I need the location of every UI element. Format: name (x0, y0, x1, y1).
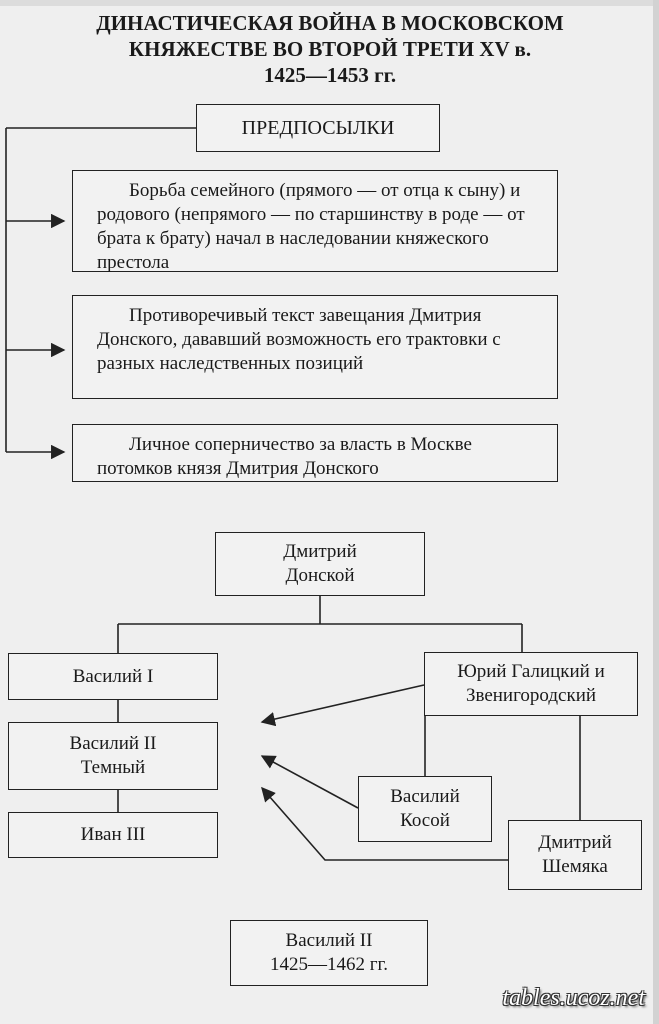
conflict-arrow-kosoy (260, 755, 359, 809)
reign-box: Василий II 1425—1462 гг. (230, 920, 428, 986)
premises-heading-box: ПРЕДПОСЫЛКИ (196, 104, 440, 152)
tree-node-vasily-2: Василий II Темный (8, 722, 218, 790)
vasily-1-label: Василий I (72, 665, 154, 687)
frame-right-edge (653, 0, 659, 1024)
yury-line-2: Звенигородский (465, 685, 597, 706)
tree-node-yury: Юрий Галицкий и Звенигородский (424, 652, 638, 716)
vasily-2-line-1: Василий II (69, 733, 157, 754)
premise-box-1: Борьба семейного (прямого — от отца к сы… (72, 170, 558, 273)
tree-node-vasily-1: Василий I (8, 653, 218, 700)
yury-line-1: Юрий Галицкий и (457, 661, 605, 682)
tree-node-dmitry-donskoy: Дмитрий Донской (215, 532, 425, 596)
vasily-kosoy-line-2: Косой (400, 810, 450, 831)
title-line-3: 1425—1453 гг. (263, 63, 397, 87)
dmitry-donskoy-line-2: Донской (285, 565, 355, 586)
premise-box-3: Личное соперничество за власть в Москве … (72, 424, 558, 482)
premise-box-2: Противоречивый текст завещания Дмитрия Д… (72, 295, 558, 399)
dmitry-shemyaka-line-1: Дмитрий (538, 832, 612, 853)
title-line-1: ДИНАСТИЧЕСКАЯ ВОЙНА В МОСКОВСКОМ (96, 11, 564, 35)
dmitry-shemyaka-line-2: Шемяка (542, 856, 608, 877)
premises-heading: ПРЕДПОСЫЛКИ (241, 117, 395, 139)
tree-node-ivan-3: Иван III (8, 812, 218, 858)
reign-line-2: 1425—1462 гг. (270, 954, 388, 975)
premise-3-text: Личное соперничество за власть в Москве … (97, 434, 472, 479)
vasily-kosoy-line-1: Василий (390, 786, 460, 807)
frame-top-edge (0, 0, 659, 6)
title-line-2: КНЯЖЕСТВЕ ВО ВТОРОЙ ТРЕТИ XV в. (128, 37, 532, 61)
premise-2-text: Противоречивый текст завещания Дмитрия Д… (97, 305, 501, 374)
tree-node-dmitry-shemyaka: Дмитрий Шемяка (508, 820, 642, 890)
conflict-arrow-yury (260, 684, 425, 727)
premise-1-text: Борьба семейного (прямого — от отца к сы… (97, 180, 525, 273)
conflict-arrow-shemyaka (261, 786, 508, 861)
vasily-2-line-2: Темный (80, 757, 146, 778)
reign-line-1: Василий II (285, 930, 373, 951)
ivan-3-label: Иван III (80, 824, 146, 845)
tree-node-vasily-kosoy: Василий Косой (358, 776, 492, 842)
dmitry-donskoy-line-1: Дмитрий (283, 541, 357, 562)
watermark: tables.ucoz.net (502, 985, 645, 1011)
diagram-title: ДИНАСТИЧЕСКАЯ ВОЙНА В МОСКОВСКОМ КНЯЖЕСТ… (40, 10, 620, 88)
